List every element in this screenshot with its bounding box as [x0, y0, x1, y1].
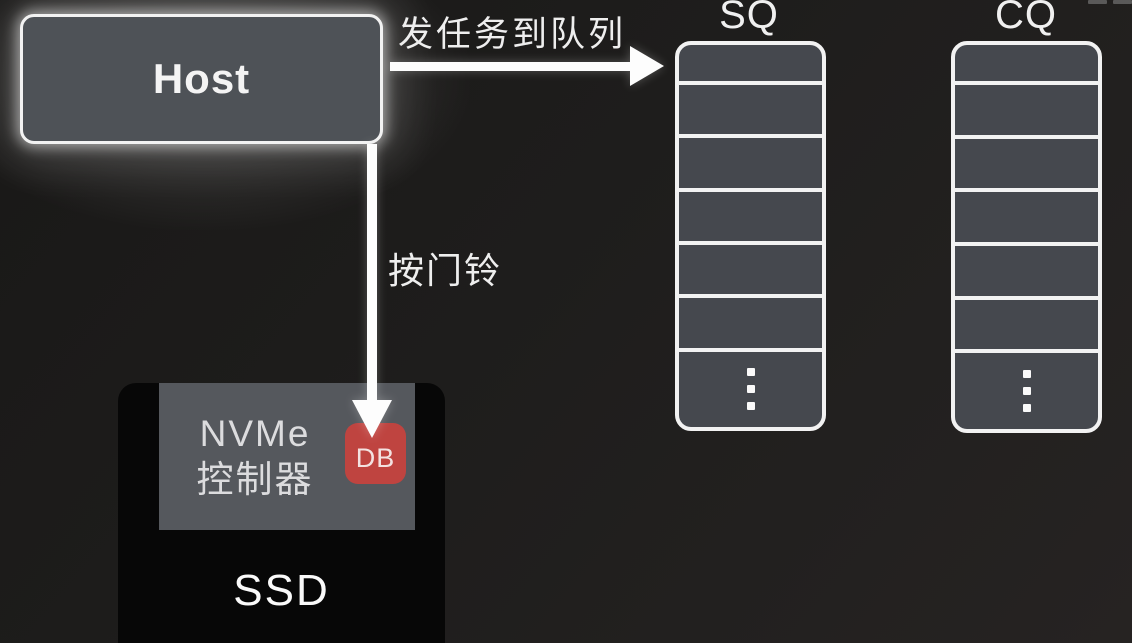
- ring-doorbell-label: 按门铃: [388, 250, 503, 291]
- queue-cell: [679, 298, 822, 348]
- ellipsis-dot-icon: [1022, 404, 1031, 413]
- queue-cell: [955, 299, 1098, 350]
- clipped-watermark-fragment: [1088, 0, 1132, 4]
- nvme-controller-label: NVMe 控制器: [159, 383, 351, 530]
- queue-cell: [679, 45, 822, 81]
- queue-cell: [955, 45, 1098, 81]
- ellipsis-dot-icon: [1022, 387, 1031, 396]
- ellipsis-dot-icon: [746, 368, 755, 377]
- host-box: Host: [20, 14, 383, 144]
- completion-queue-label: CQ: [995, 0, 1057, 37]
- ellipsis-dot-icon: [746, 402, 755, 411]
- nvme-controller-label-line2: 控制器: [196, 459, 314, 500]
- submission-queue-label: SQ: [719, 0, 779, 37]
- send-to-queue-label: 发任务到队列: [398, 15, 627, 54]
- ssd-label: SSD: [233, 566, 330, 615]
- queue-cell: [679, 244, 822, 295]
- right-arrow-shaft: [390, 62, 632, 71]
- queue-cell: [955, 192, 1098, 242]
- down-arrow-shaft: [367, 144, 377, 402]
- queue-ellipsis-cell: [679, 351, 822, 427]
- queue-cell: [679, 138, 822, 188]
- host-label: Host: [152, 55, 251, 102]
- doorbell-badge-label: DB: [355, 443, 396, 473]
- queue-cell: [679, 84, 822, 135]
- queue-cell: [955, 138, 1098, 189]
- queue-ellipsis-cell: [955, 353, 1098, 429]
- submission-queue: [675, 41, 826, 431]
- completion-queue: [951, 41, 1102, 433]
- queue-cell: [955, 84, 1098, 135]
- ellipsis-dot-icon: [1022, 370, 1031, 379]
- down-arrow-head-icon: [352, 400, 392, 438]
- nvme-controller-label-line1: NVMe: [199, 413, 311, 454]
- queue-cell: [679, 191, 822, 241]
- queue-cell: [955, 245, 1098, 296]
- right-arrow-head-icon: [630, 46, 664, 86]
- ellipsis-dot-icon: [746, 385, 755, 394]
